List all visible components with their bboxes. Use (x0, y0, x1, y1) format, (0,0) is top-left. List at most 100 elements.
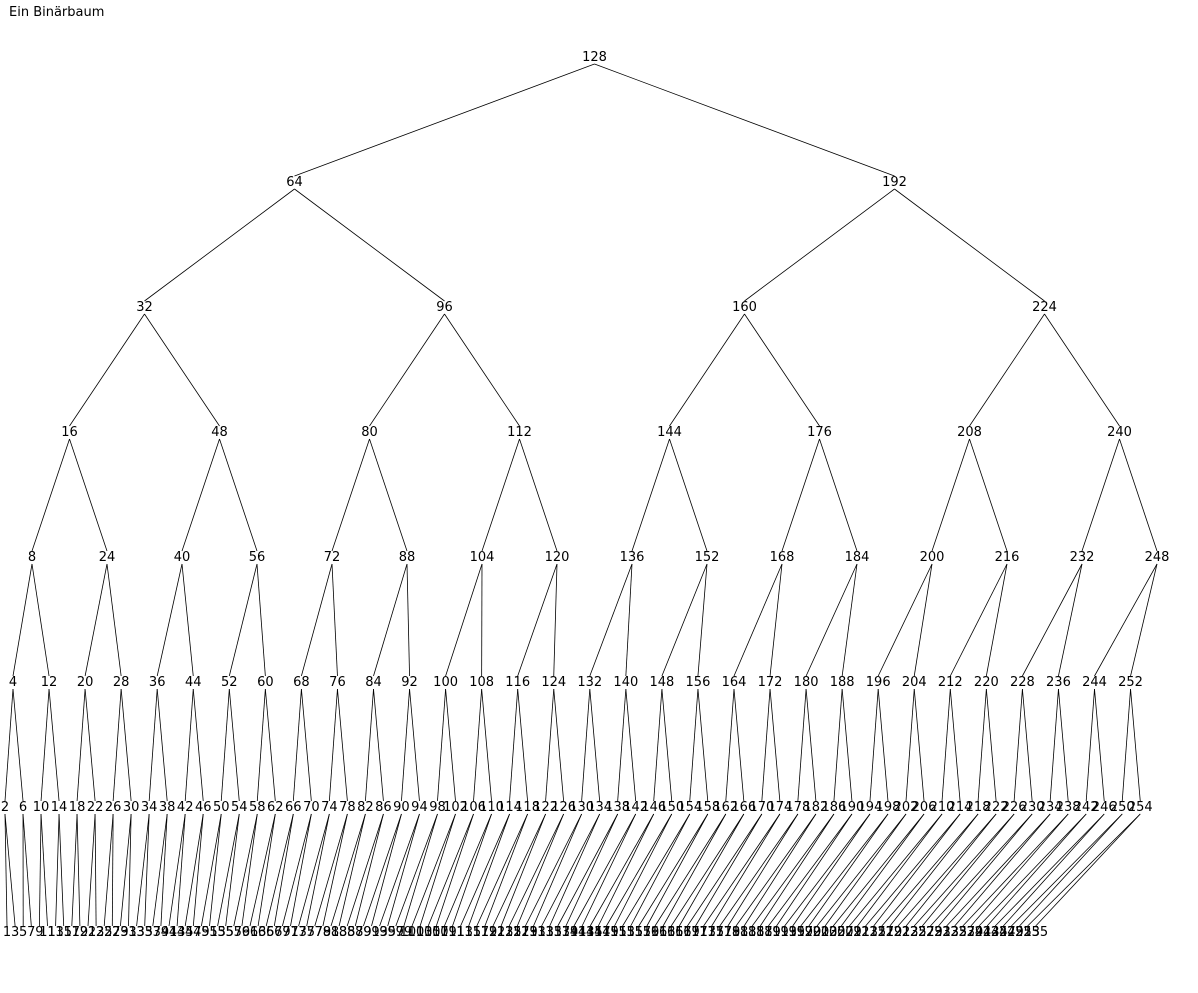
tree-edge (508, 813, 564, 927)
tree-edge (273, 813, 294, 927)
tree-node-label: 136 (620, 550, 645, 565)
tree-node-label: 238 (1056, 800, 1081, 815)
tree-edge (40, 813, 48, 927)
tree-edge (816, 813, 907, 927)
tree-edge (314, 813, 348, 927)
tree-edge (516, 813, 564, 927)
tree-edge (192, 813, 204, 927)
tree-edge (301, 563, 333, 677)
tree-edge (781, 438, 820, 552)
tree-node-label: 47 (185, 925, 202, 940)
tree-node-label: 42 (177, 800, 194, 815)
tree-node-label: 73 (290, 925, 307, 940)
tree-edge (144, 813, 150, 927)
tree-node-label: 166 (731, 800, 756, 815)
tree-node-label: 67 (266, 925, 283, 940)
tree-edge (120, 688, 132, 802)
tree-edge (328, 688, 338, 802)
tree-node-label: 243 (975, 925, 1000, 940)
tree-edge (192, 688, 204, 802)
tree-node-label: 237 (950, 925, 975, 940)
tree-edge (877, 688, 889, 802)
tree-node-label: 14 (51, 800, 68, 815)
tree-node-label: 71 (282, 925, 299, 940)
tree-edge (553, 688, 565, 802)
tree-node-label: 169 (675, 925, 700, 940)
tree-node-label: 153 (610, 925, 635, 940)
tree-node-label: 216 (995, 550, 1020, 565)
tree-edge (1094, 563, 1158, 677)
tree-edge (805, 563, 858, 677)
tree-node-label: 51 (201, 925, 218, 940)
tree-node-label: 193 (772, 925, 797, 940)
tree-node-label: 170 (749, 800, 774, 815)
tree-node-label: 41 (161, 925, 178, 940)
tree-node-label: 143 (570, 925, 595, 940)
tree-edge (517, 563, 558, 677)
tree-edge (1119, 438, 1158, 552)
tree-node-label: 58 (249, 800, 266, 815)
tree-edge (711, 813, 781, 927)
tree-edge (1003, 813, 1105, 927)
tree-node-label: 48 (211, 425, 228, 440)
tree-node-label: 189 (756, 925, 781, 940)
tree-node-label: 230 (1020, 800, 1045, 815)
tree-node-label: 55 (217, 925, 234, 940)
tree-node-label: 209 (837, 925, 862, 940)
tree-node-label: 19 (72, 925, 89, 940)
tree-node-label: 204 (902, 675, 927, 690)
tree-node-label: 103 (408, 925, 433, 940)
tree-node-label: 92 (401, 675, 418, 690)
tree-edge (695, 813, 763, 927)
tree-node-label: 142 (623, 800, 648, 815)
tree-edge (395, 813, 438, 927)
tree-edge (849, 813, 943, 927)
tree-node-label: 111 (440, 925, 465, 940)
tree-node-label: 218 (966, 800, 991, 815)
tree-node-label: 158 (695, 800, 720, 815)
tree-edge (589, 813, 655, 927)
tree-node-label: 162 (713, 800, 738, 815)
tree-node-label: 25 (96, 925, 113, 940)
tree-node-label: 131 (521, 925, 546, 940)
tree-node-label: 45 (177, 925, 194, 940)
tree-edge (1094, 688, 1105, 802)
tree-node-label: 83 (331, 925, 348, 940)
tree-node-label: 240 (1107, 425, 1132, 440)
tree-edge (744, 313, 820, 427)
tree-edge (784, 813, 871, 927)
tree-node-label: 29 (112, 925, 129, 940)
tree-node-label: 213 (853, 925, 878, 940)
tree-edge (931, 438, 970, 552)
tree-node-label: 190 (840, 800, 865, 815)
tree-node-label: 251 (1007, 925, 1032, 940)
tree-edge (435, 813, 474, 927)
tree-node-label: 201 (805, 925, 830, 940)
tree-node-label: 101 (400, 925, 425, 940)
tree-node-label: 127 (505, 925, 530, 940)
tree-node-label: 175 (699, 925, 724, 940)
tree-node-label: 187 (748, 925, 773, 940)
tree-node-label: 188 (830, 675, 855, 690)
tree-edge (719, 813, 799, 927)
tree-node-label: 149 (594, 925, 619, 940)
tree-edge (331, 563, 338, 677)
tree-node-label: 223 (894, 925, 919, 940)
tree-edge (653, 688, 663, 802)
tree-node-label: 225 (902, 925, 927, 940)
tree-edge (12, 688, 24, 802)
tree-edge (330, 813, 366, 927)
tree-edge (401, 688, 410, 802)
tree-node-label: 18 (69, 800, 86, 815)
tree-node-label: 155 (618, 925, 643, 940)
tree-node-label: 183 (732, 925, 757, 940)
tree-node-label: 39 (153, 925, 170, 940)
tree-node-label: 96 (436, 300, 453, 315)
tree-node-label: 233 (934, 925, 959, 940)
tree-node-label: 185 (740, 925, 765, 940)
tree-edge (549, 813, 601, 927)
tree-edge (406, 563, 410, 677)
tree-edge (379, 813, 420, 927)
tree-edge (654, 813, 727, 927)
tree-edge (1027, 813, 1141, 927)
